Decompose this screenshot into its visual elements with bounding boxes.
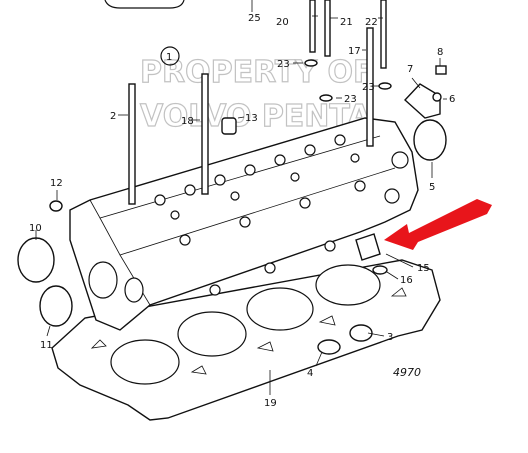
label-11: 11 bbox=[40, 340, 53, 351]
bolt-part-8 bbox=[435, 65, 447, 75]
nut-part-6 bbox=[432, 92, 442, 102]
front-hole-2 bbox=[384, 188, 400, 204]
front-hole-1 bbox=[391, 151, 409, 169]
callout-circle bbox=[160, 46, 180, 66]
label-25: 25 bbox=[248, 13, 261, 24]
label-18: 18 bbox=[181, 116, 194, 127]
part-labels: 25 20 21 22 17 23 23 23 2 18 13 7 8 6 5 … bbox=[29, 13, 455, 409]
label-7: 7 bbox=[407, 64, 413, 75]
label-20: 20 bbox=[276, 17, 289, 28]
gasket-part-10 bbox=[17, 237, 55, 283]
stud-part-21 bbox=[324, 0, 331, 57]
seal-part-4 bbox=[317, 339, 341, 355]
label-12: 12 bbox=[50, 178, 63, 189]
stud-part-18 bbox=[201, 73, 209, 195]
diagram-code: 4970 bbox=[393, 366, 421, 379]
label-4: 4 bbox=[307, 368, 313, 379]
plug-part-13 bbox=[221, 117, 237, 135]
cylinder-head-block bbox=[69, 117, 419, 331]
washer-part-12 bbox=[49, 200, 63, 212]
gasket-bore-4 bbox=[315, 264, 381, 306]
washer-part-23a bbox=[304, 59, 318, 67]
label-16: 16 bbox=[400, 275, 413, 286]
plug-part-15 bbox=[355, 233, 381, 261]
intake-port bbox=[88, 261, 118, 299]
label-13: 13 bbox=[245, 113, 258, 124]
stud-part-2 bbox=[128, 83, 136, 205]
gasket-part-11 bbox=[39, 285, 73, 327]
gasket-bore-2 bbox=[177, 311, 247, 357]
watermark-line-1: PROPERTY OF bbox=[140, 55, 373, 90]
label-23-c: 23 bbox=[362, 82, 375, 93]
label-17: 17 bbox=[348, 46, 361, 57]
label-2: 2 bbox=[110, 111, 116, 122]
watermark: PROPERTY OF VOLVO PENTA bbox=[139, 54, 374, 134]
stud-part-17 bbox=[366, 27, 374, 147]
label-3: 3 bbox=[387, 332, 393, 343]
label-21: 21 bbox=[340, 17, 353, 28]
stud-part-20 bbox=[309, 0, 316, 53]
label-22: 22 bbox=[365, 17, 378, 28]
label-15: 15 bbox=[417, 263, 430, 274]
label-8: 8 bbox=[437, 47, 443, 58]
stud-part-22 bbox=[380, 0, 387, 69]
bracket-part-7 bbox=[404, 83, 441, 119]
washer-part-16 bbox=[372, 265, 388, 275]
red-arrow-pointer bbox=[384, 199, 492, 250]
washer-part-23c bbox=[378, 82, 392, 90]
label-19: 19 bbox=[264, 398, 277, 409]
label-5: 5 bbox=[429, 182, 435, 193]
label-10: 10 bbox=[29, 223, 42, 234]
callout-label: 1 bbox=[166, 52, 172, 63]
studs bbox=[128, 0, 387, 205]
gasket-bores bbox=[90, 264, 407, 385]
seal-part-3 bbox=[349, 324, 373, 342]
label-6: 6 bbox=[449, 94, 455, 105]
cover-part-5 bbox=[413, 119, 447, 161]
exhaust-port bbox=[124, 277, 144, 303]
head-side-holes bbox=[179, 180, 366, 296]
label-23-a: 23 bbox=[277, 59, 290, 70]
cover-part-25 bbox=[104, 0, 185, 9]
label-23-b: 23 bbox=[344, 94, 357, 105]
washer-part-23b bbox=[319, 94, 333, 102]
gasket-bore-3 bbox=[246, 287, 314, 331]
head-top-holes bbox=[154, 134, 360, 220]
leader-lines bbox=[35, 15, 447, 395]
gasket-water-holes bbox=[90, 287, 407, 375]
gasket-bore-1 bbox=[110, 339, 180, 385]
circled-callout-1: 1 bbox=[160, 46, 180, 66]
